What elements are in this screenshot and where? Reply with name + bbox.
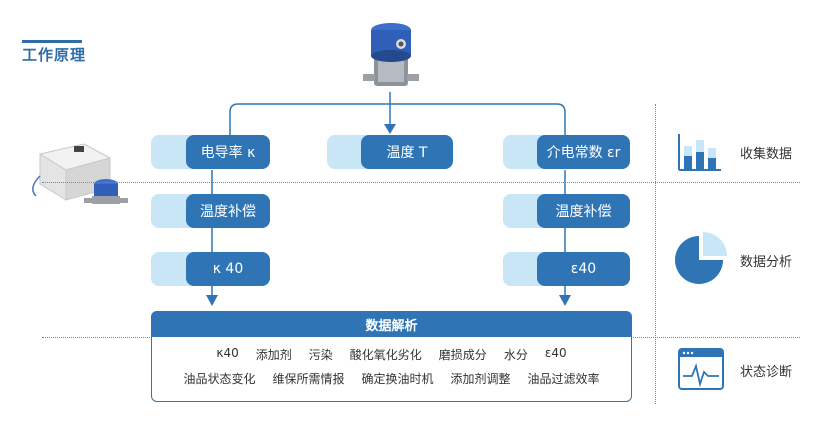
panel-item: 油品状态变化 [183, 372, 256, 386]
temperature-node: 温度 T [327, 135, 453, 169]
stage-collect-label: 收集数据 [740, 147, 793, 162]
stage-diagnose-label: 状态诊断 [740, 365, 793, 380]
stage-divider [655, 104, 656, 404]
dielectric-label: 介电常数 εr [537, 135, 630, 169]
panel-row-1: κ40 添加剂 污染 酸化氧化劣化 磨损成分 水分 ε40 [151, 346, 632, 363]
sensor-device-icon [363, 23, 419, 86]
section-title: 工作原理 [22, 46, 87, 64]
arrow-down-left [206, 295, 218, 306]
separator-collect [42, 182, 800, 183]
panel-item: κ40 [216, 346, 239, 360]
temp-comp-right-node: 温度补偿 [503, 194, 630, 228]
panel-item: 污染 [308, 348, 333, 362]
panel-row-2: 油品状态变化 维保所需情报 确定换油时机 添加剂调整 油品过滤效率 [151, 370, 632, 387]
conductivity-node: 电导率 κ [151, 135, 270, 169]
panel-item: 确定换油时机 [361, 372, 434, 386]
temp-comp-left-node: 温度补偿 [151, 194, 270, 228]
panel-item: 水分 [503, 348, 528, 362]
controller-device-icon [32, 143, 128, 204]
panel-item: 维保所需情报 [272, 372, 345, 386]
panel-item: 添加剂调整 [450, 372, 511, 386]
kappa40-node: κ 40 [151, 252, 270, 286]
stage-analyze-label: 数据分析 [740, 255, 793, 270]
kappa40-label: κ 40 [186, 252, 270, 286]
temperature-label: 温度 T [361, 135, 453, 169]
analysis-panel-title: 数据解析 [151, 311, 632, 337]
arrow-down-center [384, 124, 396, 134]
panel-item: 磨损成分 [438, 348, 487, 362]
eps40-node: ε40 [503, 252, 630, 286]
arrow-down-right [559, 295, 571, 306]
monitor-waveform-icon [678, 348, 724, 390]
section-title-underline [22, 40, 82, 43]
pie-chart-icon [675, 232, 727, 284]
panel-item: ε40 [544, 346, 567, 360]
conductivity-label: 电导率 κ [186, 135, 270, 169]
temp-comp-left-label: 温度补偿 [186, 194, 270, 228]
dielectric-node: 介电常数 εr [503, 135, 630, 169]
panel-item: 酸化氧化劣化 [349, 348, 422, 362]
temp-comp-right-label: 温度补偿 [537, 194, 630, 228]
eps40-label: ε40 [537, 252, 630, 286]
panel-item: 添加剂 [255, 348, 292, 362]
bar-chart-icon [678, 134, 721, 171]
panel-item: 油品过滤效率 [527, 372, 600, 386]
